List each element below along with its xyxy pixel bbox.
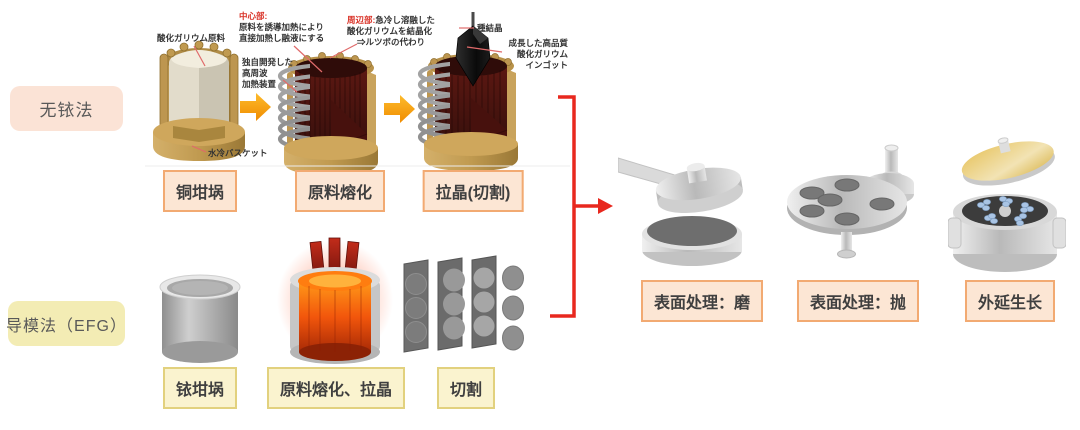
method-label-efg: 导模法（EFG） [6, 301, 126, 346]
annotation-periphery-line: ⇒ルツボの代わり [357, 37, 426, 48]
annotation-water-basket: 水冷バスケット [208, 148, 268, 159]
epitaxy-machine-illustration [948, 137, 1066, 272]
annotation-hf-heater: 独自開発した 高周波 加熱装置 [242, 57, 293, 90]
method-label-iridium-free: 无铱法 [10, 86, 123, 131]
annotation-seed-crystal: 種結晶 [477, 23, 503, 34]
step-surface-grinding: 表面处理：磨 [640, 280, 764, 322]
iridium-crucible-illustration [159, 274, 241, 363]
annotation-hf-line: 高周波 [242, 68, 268, 79]
melting-crucible-illustration [277, 52, 378, 175]
efg-melting-pulling-illustration [277, 237, 393, 364]
annotation-center-line: 直接加熱し融液にする [239, 33, 325, 44]
step-surface-polishing: 表面处理：抛 [796, 280, 920, 322]
annotation-center-line: 原料を誘導加熱により [239, 22, 324, 33]
annotation-seed-crystal-text: 種結晶 [477, 23, 503, 33]
merge-bracket-arrow [550, 95, 613, 318]
annotation-center-title: 中心部: [239, 11, 268, 21]
pulling-crucible-illustration [417, 12, 518, 171]
annotation-leader-lines [191, 27, 503, 153]
annotation-ingot-line: インゴット [525, 60, 568, 71]
annotation-water-basket-text: 水冷バスケット [208, 148, 268, 158]
annotation-periphery-first-line: 周辺部:急冷し溶融した [347, 15, 435, 26]
annotation-periphery-intro: 急冷し溶融した [375, 15, 435, 25]
annotation-ingot: 成長した高品質 酸化ガリウム インゴット [500, 38, 568, 71]
grinding-machine-illustration [618, 157, 743, 266]
annotation-center-part: 中心部: 原料を誘導加熱により 直接加熱し融液にする [239, 11, 324, 44]
arrow-right-icon [384, 95, 415, 123]
step-crystal-pulling-cutting: 拉晶(切割) [422, 170, 524, 212]
annotation-periphery-line: 酸化ガリウムを結晶化 [347, 26, 433, 37]
step-cutting: 切割 [436, 367, 496, 409]
annotation-periphery: 周辺部:急冷し溶融した 酸化ガリウムを結晶化 ⇒ルツボの代わり [347, 15, 435, 48]
step-epitaxy-growth: 外延生长 [964, 280, 1056, 322]
annotation-hf-line: 独自開発した [242, 57, 294, 67]
annotation-ingot-line: 酸化ガリウム [516, 49, 568, 60]
step-melting-pulling: 原料熔化、拉晶 [266, 367, 406, 409]
wafer-cutting-illustration [403, 255, 524, 353]
copper-crucible-illustration [153, 40, 245, 161]
annotation-periphery-title: 周辺部: [347, 15, 376, 25]
annotation-ingot-line: 成長した高品質 [508, 38, 568, 48]
annotation-raw-material: 酸化ガリウム原料 [157, 33, 225, 44]
polishing-machine-illustration [787, 144, 914, 259]
step-copper-crucible: 铜坩埚 [162, 170, 238, 212]
step-raw-material-melting: 原料熔化 [294, 170, 386, 212]
arrow-right-icon [240, 93, 271, 121]
step-iridium-crucible: 铱坩埚 [162, 367, 238, 409]
annotation-hf-line: 加熱装置 [242, 79, 277, 90]
annotation-raw-material-text: 酸化ガリウム原料 [157, 33, 226, 43]
